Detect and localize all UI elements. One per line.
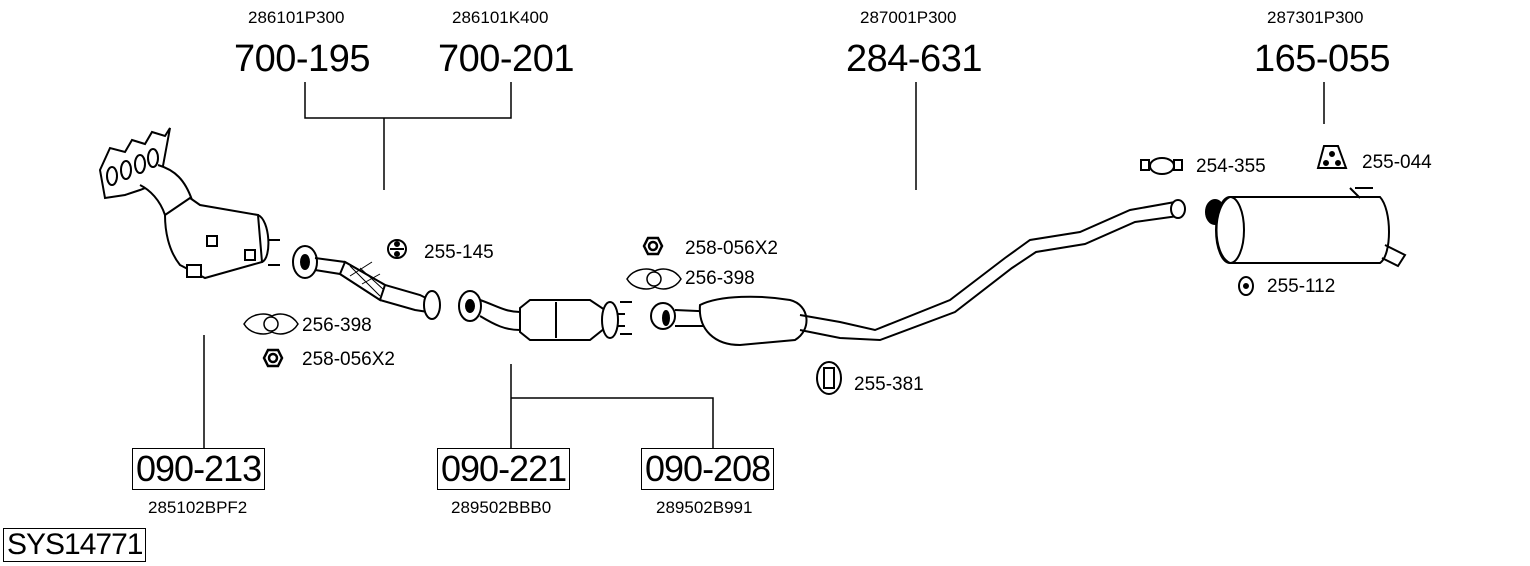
center-catalyst-illustration[interactable] [458,290,632,341]
part-number-700-195[interactable]: 700-195 [234,38,370,80]
rear-silencer-illustration[interactable] [1205,187,1407,268]
part-number-090-208[interactable]: 090-208 [641,448,775,490]
oem-number: 287301P300 [1267,8,1364,27]
oem-number: 286101P300 [248,8,345,27]
accessory-256-398[interactable]: 256-398 [685,268,755,289]
part-number-165-055[interactable]: 165-055 [1254,38,1390,80]
front-pipe-illustration[interactable] [292,245,441,320]
oem-number: 286101K400 [452,8,549,27]
oem-number: 289502BBB0 [451,498,552,517]
middle-pipe-illustration[interactable] [650,199,1186,347]
part-number-284-631[interactable]: 284-631 [846,38,982,80]
hanger-255-145-icon [387,239,407,259]
part-number-090-221[interactable]: 090-221 [437,448,571,490]
accessory-256-398[interactable]: 256-398 [302,315,372,336]
accessory-255-145[interactable]: 255-145 [424,242,494,263]
gasket-256-398-right-icon [626,268,682,290]
oem-number: 287001P300 [860,8,957,27]
accessory-258-056x2[interactable]: 258-056X2 [302,349,395,370]
nut-258-056-left-icon [262,348,284,368]
ring-255-112-icon [1238,276,1254,296]
accessory-255-044[interactable]: 255-044 [1362,152,1432,173]
nut-258-056-right-icon [642,236,664,256]
oem-number: 285102BPF2 [148,498,248,517]
clamp-254-355-icon [1140,157,1183,175]
oem-number: 289502B991 [656,498,753,517]
manifold-catalyst-illustration[interactable] [98,127,280,280]
hanger-255-381-icon [816,361,842,395]
part-number-700-201[interactable]: 700-201 [438,38,574,80]
accessory-254-355[interactable]: 254-355 [1196,156,1266,177]
accessory-258-056x2[interactable]: 258-056X2 [685,238,778,259]
accessory-255-112[interactable]: 255-112 [1267,276,1336,297]
gasket-256-398-left-icon [243,313,299,335]
part-number-090-213[interactable]: 090-213 [132,448,266,490]
accessory-255-381[interactable]: 255-381 [854,374,924,395]
leader-lines [203,82,1325,448]
system-id-badge: SYS14771 [3,528,147,562]
mount-255-044-icon [1316,145,1348,169]
